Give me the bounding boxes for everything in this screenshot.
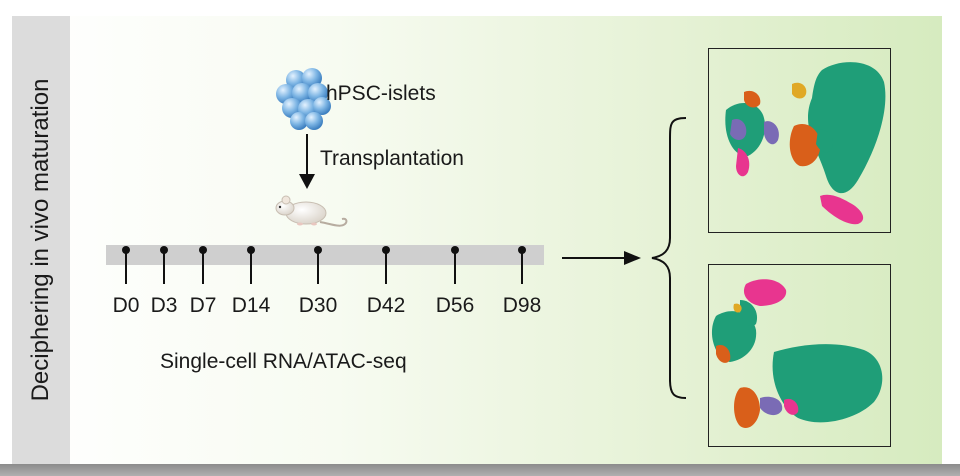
timeline-dot: [247, 246, 255, 254]
timeline-dot: [518, 246, 526, 254]
timepoint-label: D14: [231, 294, 271, 317]
cell-cluster-icon: [276, 68, 331, 130]
umap-top-clusters: [725, 62, 886, 225]
timepoint-label: D42: [366, 294, 406, 317]
timeline-ticks: [122, 246, 526, 284]
side-label-bar: [12, 16, 70, 464]
timeline-dot: [199, 246, 207, 254]
timeline-dot: [451, 246, 459, 254]
timepoint-label: D98: [502, 294, 542, 317]
umap-plot-icon: [711, 62, 886, 429]
timepoint-label: D3: [150, 294, 178, 317]
timepoint-label: D56: [435, 294, 475, 317]
umap-plot-bottom: [708, 264, 891, 447]
timeline-dot: [382, 246, 390, 254]
curly-brace: [651, 117, 687, 399]
transplant-arrow: [299, 134, 315, 189]
timeline-dot: [314, 246, 322, 254]
timeline-dot: [122, 246, 130, 254]
umap-plot-top: [708, 48, 891, 233]
mouse-icon: [275, 195, 348, 227]
timeline-dot: [160, 246, 168, 254]
bottom-strip: [0, 464, 960, 476]
timepoint-label: D7: [189, 294, 217, 317]
timeline: [106, 245, 544, 265]
timepoint-label: D30: [298, 294, 338, 317]
islets-label: hPSC-islets: [326, 82, 436, 105]
assay-label: Single-cell RNA/ATAC-seq: [160, 350, 407, 373]
timepoint-label: D0: [112, 294, 140, 317]
transplantation-label: Transplantation: [320, 147, 464, 170]
umap-bottom-clusters: [711, 279, 883, 429]
results-arrow: [562, 251, 641, 265]
